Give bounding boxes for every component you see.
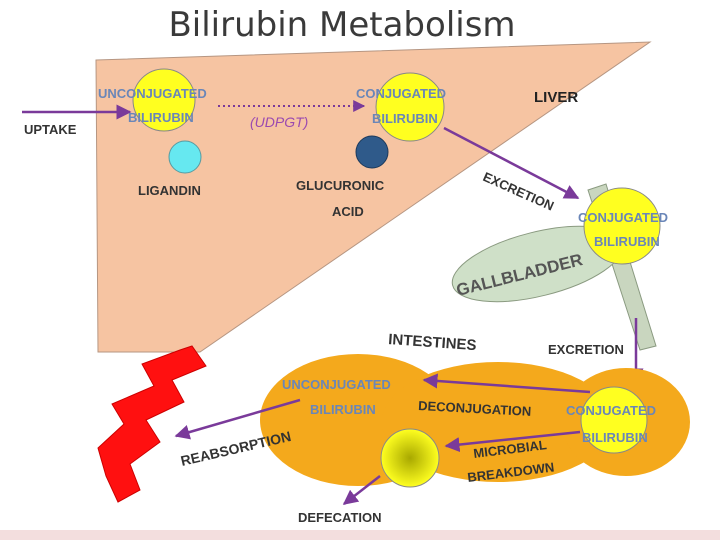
- bilirubin-label-liver-1: BILIRUBIN: [128, 110, 194, 125]
- page-title: Bilirubin Metabolism: [168, 5, 515, 45]
- urobilinogen-ball: [380, 428, 440, 488]
- bottom-band: [0, 530, 720, 540]
- reabsorption-arrow: [174, 398, 301, 440]
- liver-label: LIVER: [534, 89, 578, 106]
- ligandin-ball: [168, 140, 202, 174]
- glucuronic-acid-ball: [355, 135, 389, 169]
- conjugated-bilirubin-ball-intestine: [580, 386, 648, 454]
- deconjugation-arrow: [422, 373, 591, 394]
- bilirubin-label-intestine-1: BILIRUBIN: [310, 402, 376, 417]
- glucuronic-label: GLUCURONIC: [296, 178, 385, 193]
- acid-label: ACID: [332, 204, 364, 219]
- defecation-label: DEFECATION: [298, 510, 382, 525]
- conjugated-label-liver: CONJUGATED: [356, 86, 446, 101]
- bilirubin-label-liver-2: BILIRUBIN: [372, 111, 438, 126]
- liver-shape: [95, 41, 652, 353]
- unconjugated-label-liver: UNCONJUGATED: [98, 86, 207, 101]
- excretion-arrow-liver: [443, 126, 580, 200]
- blood-vessel-icon: [97, 345, 207, 503]
- conjugated-label-gallbladder: CONJUGATED: [578, 210, 668, 225]
- unconjugated-label-intestine: UNCONJUGATED: [282, 377, 391, 392]
- bilirubin-label-intestine-2: BILIRUBIN: [582, 430, 648, 445]
- conjugated-label-intestine: CONJUGATED: [566, 403, 656, 418]
- udpgt-label: (UDPGT): [250, 114, 308, 130]
- unconjugated-bilirubin-ball-liver: [132, 68, 196, 132]
- intestine-middle-lobe: [382, 362, 614, 482]
- conjugated-bilirubin-ball-liver: [375, 72, 445, 142]
- microbial-breakdown-arrow: [444, 430, 581, 453]
- excretion-label-intestine: EXCRETION: [548, 342, 624, 357]
- uptake-label: UPTAKE: [24, 122, 77, 137]
- defecation-arrow: [342, 475, 381, 505]
- excretion-label-liver: EXCRETION: [481, 169, 556, 214]
- deconjugation-label: DECONJUGATION: [418, 398, 532, 419]
- bilirubin-label-gallbladder: BILIRUBIN: [594, 234, 660, 249]
- intestines-label: INTESTINES: [388, 331, 477, 354]
- conjugated-bilirubin-ball-gallbladder: [583, 187, 661, 265]
- ligandin-label: LIGANDIN: [138, 183, 201, 198]
